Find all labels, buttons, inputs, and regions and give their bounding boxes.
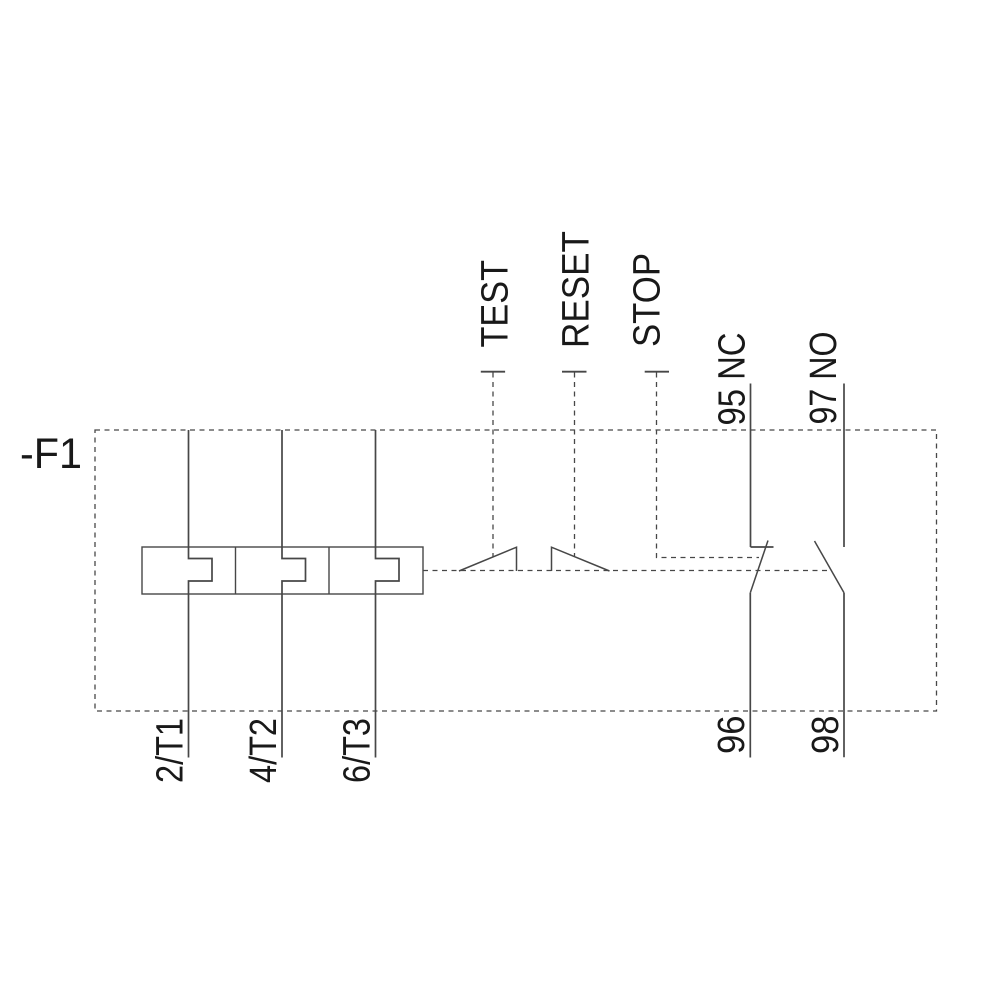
svg-text:STOP: STOP [626,253,668,347]
svg-text:98: 98 [805,716,847,755]
svg-text:RESET: RESET [556,231,598,348]
svg-text:2/T1: 2/T1 [150,718,192,783]
svg-text:95 NC: 95 NC [712,333,754,426]
svg-text:-F1: -F1 [20,430,82,478]
svg-text:96: 96 [711,716,753,755]
svg-text:97 NO: 97 NO [803,332,845,425]
svg-text:6/T3: 6/T3 [337,718,379,783]
svg-text:TEST: TEST [475,260,517,348]
svg-text:4/T2: 4/T2 [243,718,285,783]
